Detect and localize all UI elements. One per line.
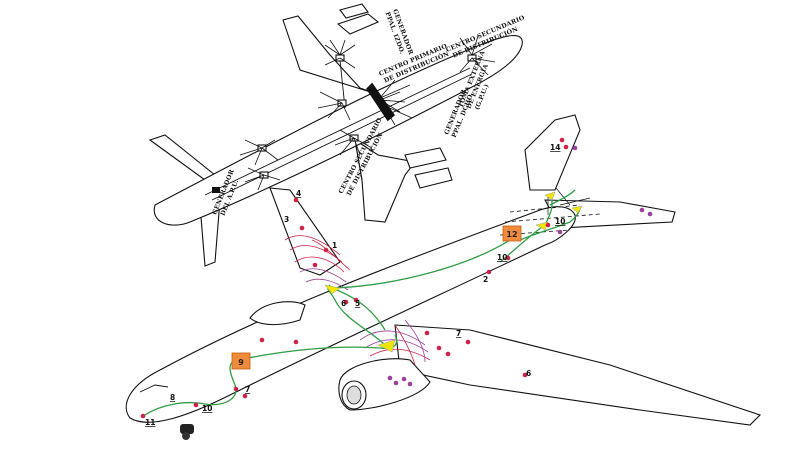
svg-text:14: 14 xyxy=(550,143,560,152)
cockpit-window xyxy=(139,384,169,393)
number-labels: 14 4 3 1 10 10 2 6 5 7 6 7 8 10 11 xyxy=(145,143,565,427)
svg-text:10: 10 xyxy=(202,404,212,413)
wire-front xyxy=(144,357,241,416)
top-fuselage xyxy=(153,35,523,226)
svg-text:4: 4 xyxy=(296,189,301,198)
apu-generator-node xyxy=(212,187,220,193)
svg-text:2: 2 xyxy=(483,275,488,284)
svg-text:8: 8 xyxy=(170,393,175,402)
engine-fan xyxy=(346,385,362,405)
connector-stabilizer xyxy=(571,205,583,214)
svg-text:6: 6 xyxy=(526,369,531,378)
tail-connectors xyxy=(547,187,591,215)
box-9: 9 xyxy=(231,352,251,370)
lower-engine xyxy=(404,147,447,169)
wire-wingroot-aft xyxy=(334,239,511,289)
nose-wheel xyxy=(182,432,190,440)
nose-gear xyxy=(180,424,194,434)
svg-text:3: 3 xyxy=(284,215,289,224)
svg-text:5: 5 xyxy=(355,299,360,308)
perspective-aircraft xyxy=(125,114,762,440)
vertical-fin xyxy=(524,114,581,191)
upper-engine xyxy=(336,13,380,35)
svg-text:10: 10 xyxy=(555,217,565,226)
svg-text:7: 7 xyxy=(245,385,250,394)
right-wing xyxy=(394,324,762,426)
svg-text:12: 12 xyxy=(506,230,517,239)
connector-fin xyxy=(544,191,556,201)
top-view-aircraft xyxy=(148,3,523,267)
svg-text:10: 10 xyxy=(497,253,507,262)
left-engine xyxy=(249,301,306,326)
svg-text:9: 9 xyxy=(238,358,244,367)
red-markers xyxy=(140,137,569,419)
connector-wingroot xyxy=(324,284,341,295)
connector-center xyxy=(377,339,396,353)
wire-fin xyxy=(549,189,576,206)
top-bus-line-2 xyxy=(211,73,473,201)
lower-wing xyxy=(354,138,416,223)
upper-stabilizer xyxy=(148,134,217,181)
svg-text:6: 6 xyxy=(341,299,346,308)
svg-text:1: 1 xyxy=(332,241,337,250)
top-bus-line-1 xyxy=(204,67,471,196)
heat-zone-wing-root xyxy=(284,235,351,291)
lower-engine-nacelle xyxy=(414,167,453,189)
purple-markers xyxy=(387,145,653,387)
wire-front-center xyxy=(247,334,398,359)
upper-engine-nacelle xyxy=(339,3,369,19)
svg-text:7: 7 xyxy=(456,329,461,338)
distribution-arrows xyxy=(239,35,496,191)
left-wing xyxy=(269,187,341,276)
box-12: 12 xyxy=(502,225,522,242)
top-feeder-lower xyxy=(354,139,363,181)
svg-text:11: 11 xyxy=(145,418,155,427)
label-gen-izdo: GENERADOR PPAL. IZDO. xyxy=(384,8,415,56)
